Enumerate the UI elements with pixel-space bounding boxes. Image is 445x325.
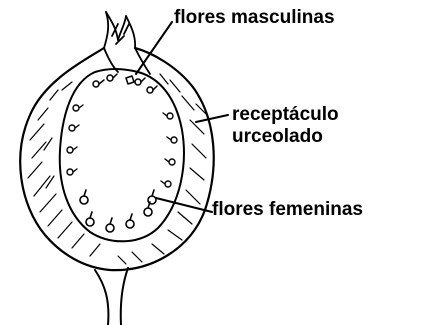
peduncle	[95, 268, 128, 325]
receptacle-inner-cavity	[60, 69, 184, 241]
leader-female	[156, 198, 212, 212]
male-flowers	[93, 74, 157, 93]
cavity-flowers	[67, 105, 177, 187]
label-receptacle-line1: receptáculo	[232, 104, 339, 126]
female-flowers	[80, 190, 156, 232]
label-receptacle-line2: urceolado	[232, 126, 339, 148]
leader-receptacle	[196, 115, 228, 122]
label-male-flowers: flores masculinas	[174, 7, 335, 29]
leader-lines	[136, 22, 228, 212]
label-female-flowers: flores femeninas	[212, 199, 363, 221]
leader-male	[136, 22, 172, 74]
wall-hatching	[28, 74, 206, 264]
label-receptacle: receptáculo urceolado	[232, 104, 339, 148]
